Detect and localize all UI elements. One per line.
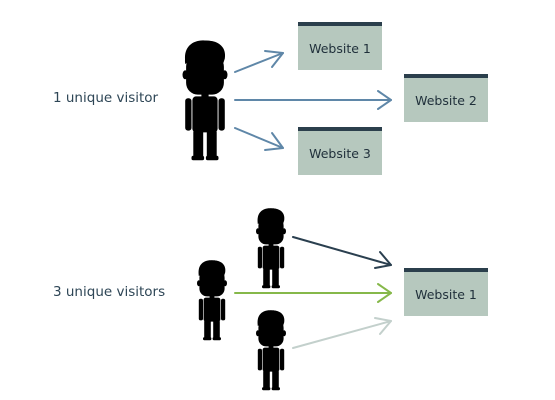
arrow-dark-visitor [292,236,392,269]
section-one-label: 1 unique visitor [53,90,159,106]
arrow-gray-visitor [292,317,392,349]
visitor-single-person-icon: .blue .main { fill:#5f87a8; } .blue .dar… [182,40,228,161]
visitor-green-person-icon: .green .main { fill:#86b84a; } .green .d… [197,260,227,341]
arrow-green-visitor [234,283,392,303]
website-2-box: Website 2 [404,74,488,122]
arrow-to-website-1 [234,50,284,73]
arrow-to-website-3 [234,127,284,151]
website-1-box: Website 1 [298,22,382,70]
visitor-gray-person-icon: .gray .main { fill:#c3d0cc; } .gray .dar… [256,310,286,391]
visitor-navy-person-icon: .navy .main { fill:#2a3f4f; } .navy .dar… [256,208,286,289]
arrow-to-website-2 [234,90,392,110]
website-3-box: Website 3 [298,127,382,175]
section-two-label: 3 unique visitors [53,284,166,300]
website-1-box-shared: Website 1 [404,268,488,316]
